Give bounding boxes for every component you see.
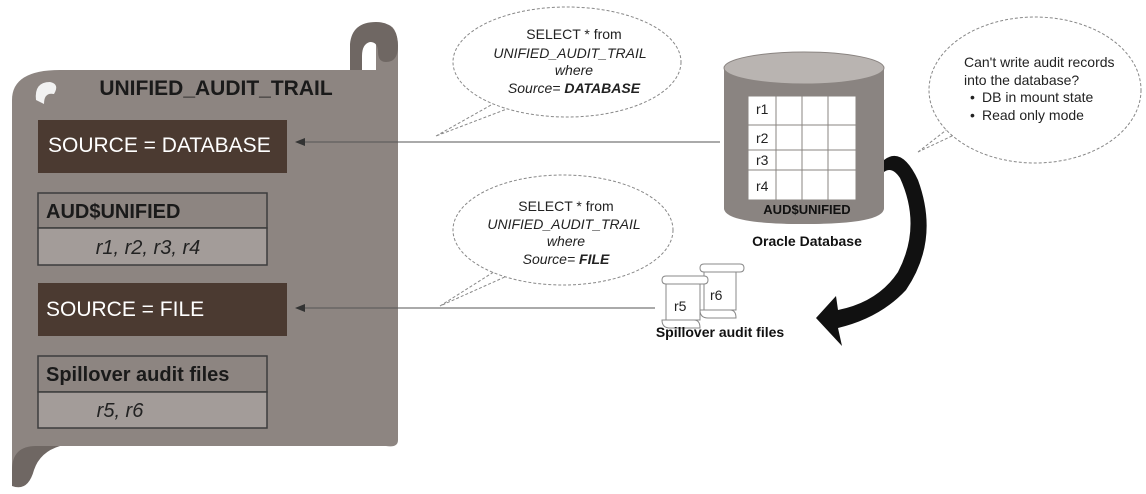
note-bubble: Can't write audit records into the datab… (917, 16, 1142, 164)
db-row-r4: r4 (756, 178, 769, 194)
svg-text:Source= DATABASE: Source= DATABASE (508, 80, 641, 96)
note-bullet-1: DB in mount state (982, 89, 1093, 105)
spillover-curved-arrow (816, 155, 927, 346)
audunified-rows: r1, r2, r3, r4 (96, 237, 200, 259)
bubble-database-value: DATABASE (564, 80, 640, 96)
bubble-file-value: FILE (579, 251, 610, 267)
cylinder-top (723, 51, 885, 85)
file-r5-label: r5 (674, 298, 687, 314)
spillover-rows-box (37, 391, 268, 429)
oracle-database-cylinder: r1 r2 r3 r4 AUD$UNIFIED (723, 51, 885, 224)
audunified-heading-box (37, 192, 268, 229)
file-r6-label: r6 (710, 287, 723, 303)
database-table: r1 r2 r3 r4 (747, 95, 857, 201)
file-r5: r5 (661, 275, 709, 329)
svg-text:•: • (970, 89, 975, 105)
audunified-heading: AUD$UNIFIED (46, 201, 180, 223)
note-bullet-2: Read only mode (982, 107, 1084, 123)
note-line1: Can't write audit records (964, 54, 1115, 70)
spillover-rows: r5, r6 (97, 400, 145, 422)
bubble-file-line3: where (547, 233, 585, 249)
source-file-label: SOURCE = FILE (46, 298, 204, 321)
unified-audit-trail-scroll: UNIFIED_AUDIT_TRAIL SOURCE = DATABASE AU… (12, 22, 398, 488)
svg-text:Source= FILE: Source= FILE (523, 251, 610, 267)
database-table-name: AUD$UNIFIED (763, 202, 850, 217)
bubble-database-line1: SELECT * from (526, 26, 621, 42)
bubble-database-line2: UNIFIED_AUDIT_TRAIL (493, 45, 646, 61)
scroll-left-curl (35, 82, 57, 104)
db-row-r3: r3 (756, 152, 769, 168)
spillover-file-icons: r6 r5 (661, 263, 745, 329)
spillover-files-caption: Spillover audit files (656, 324, 785, 340)
note-line2: into the database? (964, 72, 1079, 88)
db-row-r2: r2 (756, 130, 769, 146)
bubble-file-line1: SELECT * from (518, 198, 613, 214)
database-caption: Oracle Database (752, 233, 862, 249)
bubble-database-line3: where (555, 62, 593, 78)
bubble-file-line2: UNIFIED_AUDIT_TRAIL (487, 216, 640, 232)
db-row-r1: r1 (756, 101, 769, 117)
scroll-top-curl (350, 22, 398, 70)
query-bubble-file: SELECT * from UNIFIED_AUDIT_TRAIL where … (439, 174, 674, 307)
scroll-bottom-curl (12, 446, 60, 488)
source-database-box (38, 120, 287, 173)
audunified-rows-box (37, 227, 268, 266)
source-file-box (38, 283, 287, 336)
query-bubble-database: SELECT * from UNIFIED_AUDIT_TRAIL where … (435, 6, 682, 137)
spillover-heading: Spillover audit files (46, 364, 229, 386)
file-r6: r6 (699, 263, 745, 319)
svg-text:•: • (970, 107, 975, 123)
bubble-file-prefix: Source= (523, 251, 579, 267)
scroll-title: UNIFIED_AUDIT_TRAIL (99, 77, 333, 100)
bubble-database-prefix: Source= (508, 80, 564, 96)
source-database-label: SOURCE = DATABASE (48, 134, 271, 157)
